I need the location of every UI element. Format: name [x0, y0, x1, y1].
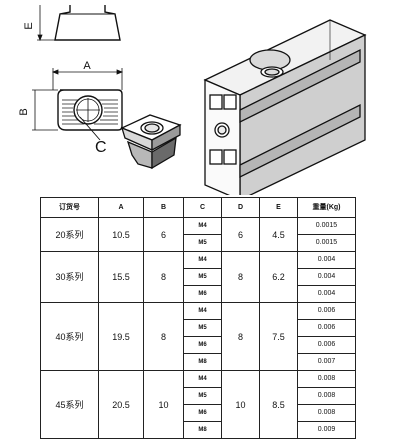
value-a: 19.5: [98, 302, 144, 371]
value-c: M5: [183, 387, 222, 405]
dimension-b: [32, 89, 58, 131]
value-weight: 0.008: [297, 370, 356, 388]
callout-c-leader: [79, 116, 101, 141]
value-d: 10: [221, 370, 260, 439]
value-b: 8: [143, 302, 184, 371]
value-c: M5: [183, 268, 222, 286]
value-c: M5: [183, 234, 222, 252]
header-c: C: [183, 197, 222, 218]
value-e: 4.5: [259, 217, 298, 252]
header-d: D: [221, 197, 260, 218]
table-header-row: 订货号 A B C D E 重量(Kg): [40, 197, 356, 218]
dimension-a-label: A: [83, 60, 91, 72]
table-row: M6 0.004: [41, 285, 356, 303]
value-c: M4: [183, 251, 222, 269]
header-e: E: [259, 197, 298, 218]
value-d: 8: [221, 302, 260, 371]
aluminum-profile-view: [203, 19, 367, 195]
header-b: B: [143, 197, 184, 218]
value-b: 8: [143, 251, 184, 303]
tnut-front-view: [57, 89, 123, 131]
value-d: 6: [221, 217, 260, 252]
value-d: 8: [221, 251, 260, 303]
value-c: M8: [183, 353, 222, 371]
callout-c-label: C: [95, 139, 107, 156]
header-a: A: [98, 197, 144, 218]
value-b: 6: [143, 217, 184, 252]
series-name: 30系列: [40, 251, 99, 303]
value-weight: 0.0015: [297, 234, 356, 252]
series-name: 20系列: [40, 217, 99, 252]
value-c: M6: [183, 404, 222, 422]
header-order-no: 订货号: [40, 197, 99, 218]
value-b: 10: [143, 370, 184, 439]
dimension-b-label: B: [18, 108, 30, 115]
value-a: 20.5: [98, 370, 144, 439]
tnut-side-view: [54, 5, 121, 41]
value-weight: 0.009: [297, 421, 356, 439]
value-a: 15.5: [98, 251, 144, 303]
header-weight: 重量(Kg): [297, 197, 356, 218]
value-c: M6: [183, 336, 222, 354]
dimension-e: [37, 5, 55, 42]
value-e: 8.5: [259, 370, 298, 439]
spec-table: 订货号 A B C D E 重量(Kg) 20系列 10.5 6 M4 6 4.…: [40, 197, 356, 439]
dimension-e-label: E: [23, 22, 35, 29]
table-row: 20系列 10.5 6 M4 6 4.5 0.0015: [40, 217, 356, 252]
value-weight: 0.0015: [297, 217, 356, 235]
value-weight: 0.008: [297, 404, 356, 422]
value-a: 10.5: [98, 217, 144, 252]
value-c: M4: [183, 302, 222, 320]
value-weight: 0.006: [297, 336, 356, 354]
value-weight: 0.007: [297, 353, 356, 371]
dimension-a: [51, 68, 124, 90]
table-row: M8 0.007: [41, 353, 356, 371]
technical-drawing: E A B C: [18, 5, 367, 195]
value-weight: 0.004: [297, 268, 356, 286]
value-c: M8: [183, 421, 222, 439]
table-row: 40系列 19.5 8 M4 8 7.5 0.006: [40, 302, 356, 371]
value-c: M5: [183, 319, 222, 337]
value-c: M4: [183, 370, 222, 388]
value-c: M4: [183, 217, 222, 235]
tnut-3d-view: [120, 114, 182, 170]
table-row: 30系列 15.5 8 M4 8 6.2 0.004: [40, 251, 356, 303]
value-weight: 0.006: [297, 319, 356, 337]
value-weight: 0.004: [297, 285, 356, 303]
table-row: M5 0.004: [41, 268, 356, 286]
value-weight: 0.004: [297, 251, 356, 269]
value-c: M6: [183, 285, 222, 303]
series-name: 40系列: [40, 302, 99, 371]
value-e: 7.5: [259, 302, 298, 371]
value-weight: 0.006: [297, 302, 356, 320]
value-e: 6.2: [259, 251, 298, 303]
table-row: 45系列 20.5 10 M4 10 8.5 0.008: [40, 370, 356, 439]
value-weight: 0.008: [297, 387, 356, 405]
series-name: 45系列: [40, 370, 99, 439]
